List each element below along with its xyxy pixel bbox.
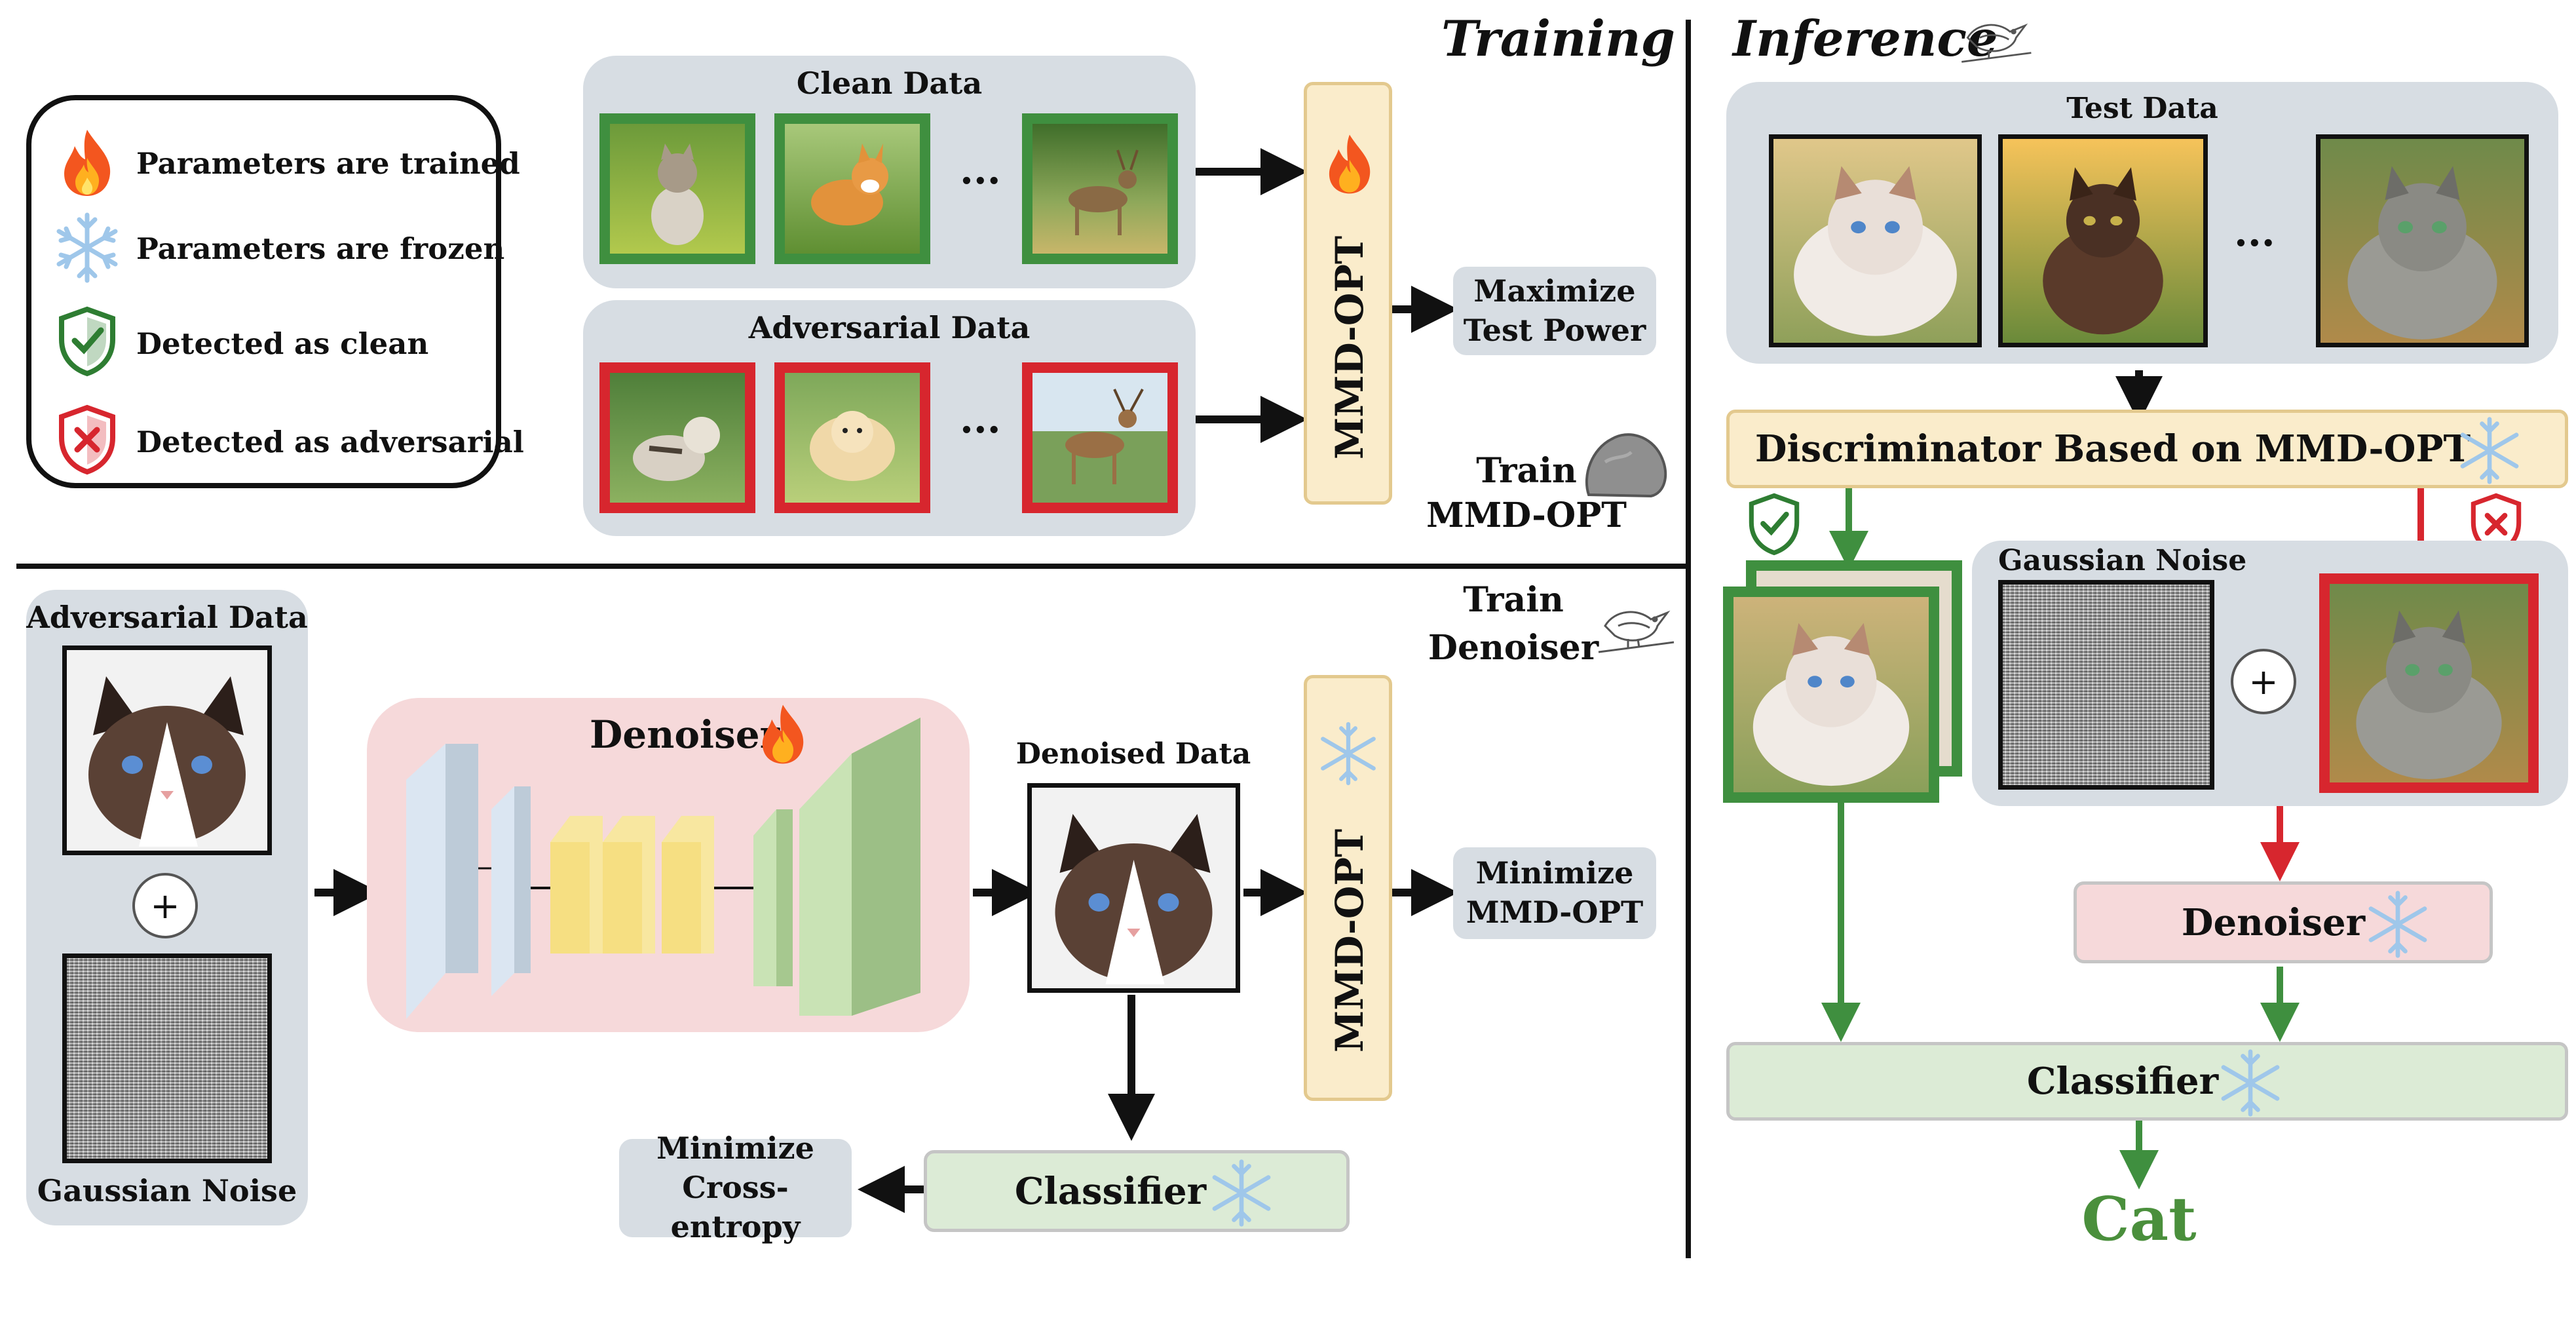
discriminator-label: Discriminator Based on MMD-OPT (1754, 427, 2471, 471)
cat-figure (633, 417, 720, 481)
train-mmd-opt-label: Train MMD-OPT (1426, 451, 1627, 535)
flame-icon (1329, 134, 1371, 194)
input-gaussian-noise-image (62, 953, 272, 1163)
clean-dog-image (774, 113, 930, 264)
legend-label-clean: Detected as clean (136, 326, 429, 361)
vertical-divider (1686, 20, 1691, 1258)
inference-title: Inference (1733, 10, 1998, 67)
test-cat-image-2 (1998, 134, 2208, 347)
maximize-test-power-box: Maximize Test Power (1453, 267, 1656, 355)
bird-sketch-icon (1961, 23, 2032, 63)
test-data-label: Test Data (2066, 92, 2218, 125)
snowflake-icon (2368, 891, 2427, 958)
minimize-mmd-opt-box: Minimize MMD-OPT (1453, 847, 1656, 939)
flame-icon (64, 130, 111, 196)
bird-sketch-icon (1598, 610, 1675, 653)
dog-figure (810, 411, 895, 481)
adversarial-detected-cat-image (2319, 573, 2539, 793)
input-plus-circle: + (132, 873, 198, 938)
clean-data-panel: Clean Data ... (583, 56, 1196, 288)
denoised-cat-image (1027, 783, 1240, 993)
inference-classifier-label: Classifier (2026, 1060, 2219, 1103)
brown-cat-figure (2043, 167, 2163, 335)
train-denoiser-label: Train Denoiser (1428, 580, 1599, 668)
legend-box: Parameters are trained Parameters are fr… (26, 95, 524, 488)
flame-icon (762, 704, 804, 764)
rock-icon (1585, 433, 1667, 498)
adv-ellipsis: ... (960, 396, 1001, 442)
ragdoll-cat-figure (88, 676, 246, 847)
fluffy-cat-figure (1752, 623, 1910, 786)
denoiser-input-panel: Adversarial Data + Gaussian Noise (26, 590, 308, 1225)
clean-ellipsis: ... (960, 147, 1001, 193)
legend-item-frozen: Parameters are frozen (56, 212, 504, 284)
snowflake-icon (56, 212, 118, 283)
green-shield-check-icon (1749, 493, 1800, 556)
minimize-cross-entropy-box: Minimize Cross-entropy (619, 1130, 852, 1244)
clean-detected-cat-image (1723, 587, 1939, 803)
inference-denoiser-box: Denoiser (2074, 881, 2493, 963)
mmd-opt-training-box: MMD-OPT (1304, 82, 1392, 505)
legend-item-adversarial: Detected as adversarial (58, 404, 524, 477)
legend-item-trained: Parameters are trained (58, 126, 520, 199)
test-ellipsis: ... (2234, 210, 2275, 256)
adv-deer-image (1022, 362, 1178, 513)
gray-cat-figure (2356, 610, 2502, 779)
denoiser-panel: Denoiser (367, 698, 970, 1032)
horizontal-divider (16, 564, 1689, 569)
clean-deer-image (1022, 113, 1178, 264)
denoised-data-label: Denoised Data (1015, 737, 1251, 771)
discriminator-box: Discriminator Based on MMD-OPT (1726, 410, 2568, 488)
input-noise-label: Gaussian Noise (37, 1173, 297, 1208)
fluffy-cat-figure (1794, 166, 1957, 336)
snowflake-icon (1321, 722, 1376, 786)
deer-figure (1069, 149, 1139, 235)
clean-data-label: Clean Data (796, 66, 983, 101)
gray-cat-figure (2347, 166, 2497, 339)
inference-classifier-box: Classifier (1726, 1042, 2568, 1121)
input-adversarial-cat-image (62, 645, 272, 855)
legend-item-clean: Detected as clean (58, 306, 483, 379)
inference-gaussian-noise-image (1998, 580, 2214, 790)
classifier-training-box: Classifier (924, 1150, 1350, 1232)
classifier-training-label: Classifier (1014, 1169, 1207, 1213)
mmd-opt-training-label: MMD-OPT (1327, 235, 1372, 459)
mmd-opt-denoiser-box: MMD-OPT (1304, 675, 1392, 1101)
green-shield-check-icon (59, 306, 115, 377)
denoiser-label: Denoiser (590, 712, 780, 757)
input-adversarial-label: Adversarial Data (26, 600, 308, 635)
inference-denoiser-label: Denoiser (2181, 900, 2366, 944)
adversarial-data-panel: Adversarial Data ... (583, 300, 1196, 536)
ragdoll-cat-figure (1055, 814, 1213, 984)
legend-label-adversarial: Detected as adversarial (136, 425, 524, 459)
snowflake-icon (1212, 1159, 1271, 1227)
snowflake-icon (2221, 1049, 2280, 1117)
adv-dog-image (774, 362, 930, 513)
clean-cat-image (599, 113, 755, 264)
inference-noise-panel: Gaussian Noise + (1972, 541, 2568, 806)
output-label: Cat (2081, 1184, 2197, 1254)
training-title: Training (1441, 10, 1675, 67)
inference-plus-circle: + (2231, 649, 2296, 714)
adv-cat-image (599, 362, 755, 513)
adversarial-data-label: Adversarial Data (748, 310, 1031, 345)
test-cat-image-3 (2316, 134, 2529, 347)
legend-label-trained: Parameters are trained (136, 146, 520, 181)
inference-noise-label: Gaussian Noise (1998, 544, 2247, 577)
dog-figure (811, 144, 888, 225)
test-data-panel: Test Data ... (1726, 82, 2558, 364)
test-cat-image-1 (1769, 134, 1982, 347)
legend-label-frozen: Parameters are frozen (136, 231, 505, 266)
unet-architecture (406, 718, 920, 1019)
snowflake-icon (2460, 417, 2519, 484)
red-shield-cross-icon (59, 404, 115, 475)
deer-figure (1065, 389, 1144, 484)
mmd-opt-denoiser-label: MMD-OPT (1327, 828, 1372, 1052)
cat-figure (651, 144, 704, 245)
